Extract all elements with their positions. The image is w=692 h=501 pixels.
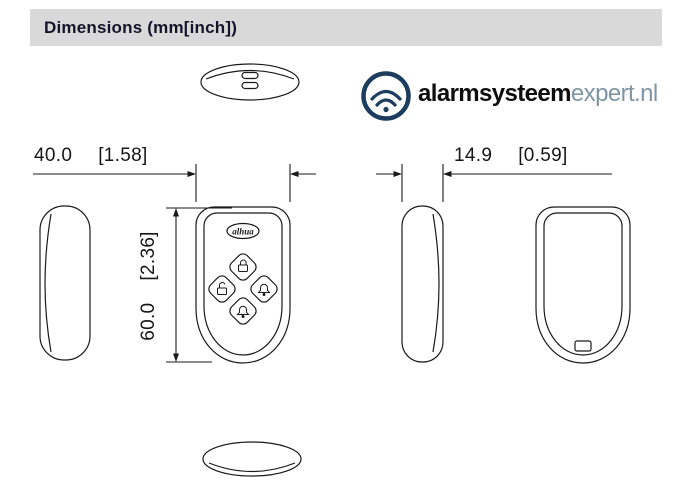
brand-oval [226,222,260,240]
brand-name-bold: alarmsysteem [418,80,572,107]
back-view [535,206,631,364]
button-alert[interactable] [248,273,279,304]
dimension-height-label: 60.0 [2.36] [137,205,161,367]
height-inch: [2.36] [138,231,159,281]
dimension-height-lines [166,207,232,363]
width-inch: [1.58] [98,145,148,166]
dimension-depth-label: 14.9 [0.59] [454,145,568,167]
button-sos[interactable] [227,295,258,326]
alert-bell-icon [257,283,271,296]
battery-latch [574,340,592,352]
dimension-depth-lines [376,164,612,202]
top-view [200,63,300,101]
side-view-right [401,205,444,363]
button-arm[interactable] [227,251,258,282]
depth-mm: 14.9 [454,145,493,166]
page-title: Dimensions (mm[inch]) [44,17,238,37]
front-view: alhua [195,206,291,364]
arm-lock-icon [238,259,248,272]
height-mm: 60.0 [138,302,159,341]
disarm-lock-open-icon [217,282,227,295]
brand-logo-icon [361,71,411,121]
dimension-width-label: 40.0 [1.58] [34,145,148,167]
sos-bell-icon [236,305,250,318]
brand-name-light: expert.nl [570,80,658,107]
bottom-view [202,441,302,477]
device-brand-text: alhua [232,227,254,237]
depth-inch: [0.59] [518,145,568,166]
dimension-width-lines [33,164,316,202]
section-header: Dimensions (mm[inch]) [30,9,662,46]
side-view-left [39,205,91,361]
button-disarm[interactable] [206,273,237,304]
width-mm: 40.0 [34,145,73,166]
